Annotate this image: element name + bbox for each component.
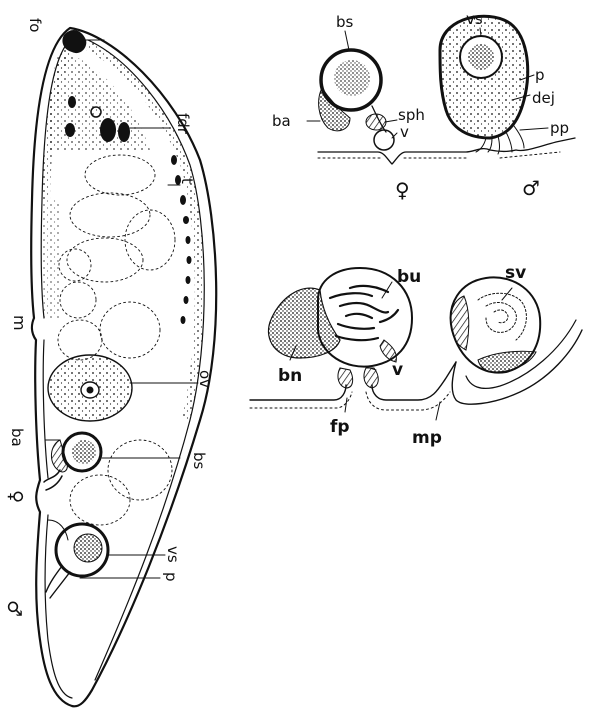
left-leader-lines bbox=[44, 39, 199, 579]
schematic-male-prostate bbox=[477, 350, 537, 373]
top-label-p: p bbox=[535, 66, 545, 84]
top-female-organ bbox=[317, 48, 576, 165]
schematic-appendage bbox=[268, 287, 341, 359]
top-vesicula-content bbox=[468, 44, 494, 70]
female-pore bbox=[43, 469, 63, 491]
top-male-organ bbox=[438, 14, 530, 155]
gland-5 bbox=[90, 106, 102, 118]
top-label-vs: vs bbox=[466, 10, 483, 28]
gland-3 bbox=[68, 96, 76, 108]
top-penis-papilla bbox=[475, 125, 525, 155]
schematic-male-bulb bbox=[449, 276, 542, 374]
schematic-epidermis-inner bbox=[249, 391, 451, 411]
schematic-label-sv: sv bbox=[505, 263, 526, 283]
lateral-dots bbox=[42, 200, 60, 318]
epidermis-dots-right bbox=[86, 40, 205, 420]
label-female-symbol: ♀ bbox=[5, 490, 26, 503]
ventral-margin bbox=[47, 519, 69, 541]
top-label-dej: dej bbox=[532, 89, 555, 107]
schematic-female-duct bbox=[379, 339, 397, 363]
schematic-male-content bbox=[477, 292, 527, 341]
schematic-male-gland bbox=[450, 295, 470, 351]
label-fo: fo bbox=[26, 18, 44, 32]
body-outline-group bbox=[30, 26, 218, 708]
top-bursa-appendage bbox=[318, 87, 351, 132]
schematic-label-v: v bbox=[392, 360, 403, 380]
schematic-male-canal-inner bbox=[465, 319, 577, 389]
left-labels: fo fdr t m ov ba bs ♀ vs p ♂ bbox=[3, 18, 214, 617]
top-label-bs: bs bbox=[336, 13, 354, 31]
label-male-symbol: ♂ bbox=[3, 600, 25, 617]
label-fdr: fdr bbox=[174, 113, 192, 135]
top-label-ba: ba bbox=[272, 112, 291, 130]
vitellaria bbox=[171, 155, 192, 324]
label-t: t bbox=[178, 178, 196, 184]
top-label-male: ♂ bbox=[522, 176, 540, 200]
label-ba: ba bbox=[8, 428, 26, 447]
schematic-label-mp: mp bbox=[412, 428, 442, 448]
top-bursa-content bbox=[334, 60, 370, 96]
epidermis-dots bbox=[42, 38, 78, 200]
male-duct bbox=[45, 565, 71, 599]
top-female-duct bbox=[371, 105, 387, 133]
top-label-sph: sph bbox=[398, 106, 425, 124]
ovary-nucleolus bbox=[86, 386, 94, 394]
seminal-vesicle bbox=[73, 533, 103, 563]
gland-2 bbox=[118, 122, 130, 142]
top-label-pp: pp bbox=[550, 119, 569, 137]
bursa-content bbox=[72, 440, 96, 464]
top-label-female: ♀ bbox=[395, 178, 410, 202]
frontal-organ bbox=[62, 29, 87, 54]
testes bbox=[57, 154, 176, 526]
label-vs: vs bbox=[164, 546, 182, 563]
schematic-diagram bbox=[249, 266, 583, 411]
schematic-label-bu: bu bbox=[397, 267, 421, 287]
schematic-labels: bu bn v fp sv mp bbox=[278, 263, 526, 448]
label-p: p bbox=[162, 572, 180, 582]
bursa-appendage bbox=[51, 439, 68, 473]
schematic-vagina-muscle bbox=[337, 367, 354, 389]
gland-1 bbox=[100, 118, 116, 142]
top-label-v: v bbox=[400, 123, 409, 141]
body-outline bbox=[30, 26, 218, 708]
schematic-vagina-muscle-right bbox=[363, 367, 379, 389]
schematic-male-canal bbox=[451, 329, 583, 405]
schematic-label-bn: bn bbox=[278, 366, 302, 386]
schematic-label-fp: fp bbox=[330, 417, 350, 437]
top-leader-lines bbox=[306, 27, 549, 139]
gland-4 bbox=[65, 123, 75, 137]
schematic-leader-lines bbox=[289, 281, 513, 421]
label-m: m bbox=[10, 315, 29, 331]
top-epidermis-inner bbox=[317, 151, 561, 159]
top-epidermis bbox=[317, 137, 576, 165]
label-bs: bs bbox=[190, 452, 208, 470]
schematic-bursa-content bbox=[328, 284, 400, 342]
top-vagina bbox=[373, 129, 395, 151]
top-labels: bs ba sph v ♀ vs p dej pp ♂ bbox=[272, 10, 569, 202]
label-ov: ov bbox=[196, 370, 214, 388]
